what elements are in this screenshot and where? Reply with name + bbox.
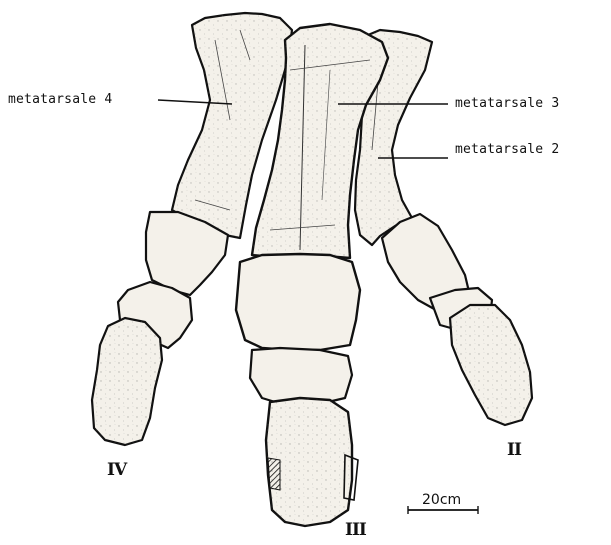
label-metatarsale-3: metatarsale 3 — [455, 96, 559, 111]
digit-label-4: IV — [107, 460, 126, 480]
digit-label-3: III — [345, 520, 366, 540]
scale-bar-label: 20cm — [422, 492, 461, 508]
digit-2-phalanges — [382, 214, 532, 425]
label-metatarsale-2: metatarsale 2 — [455, 142, 559, 157]
digit-label-2: II — [507, 440, 521, 460]
digit-4-phalanges — [92, 212, 228, 445]
label-metatarsale-4: metatarsale 4 — [8, 92, 112, 107]
digit-3-phalanges — [236, 254, 360, 526]
